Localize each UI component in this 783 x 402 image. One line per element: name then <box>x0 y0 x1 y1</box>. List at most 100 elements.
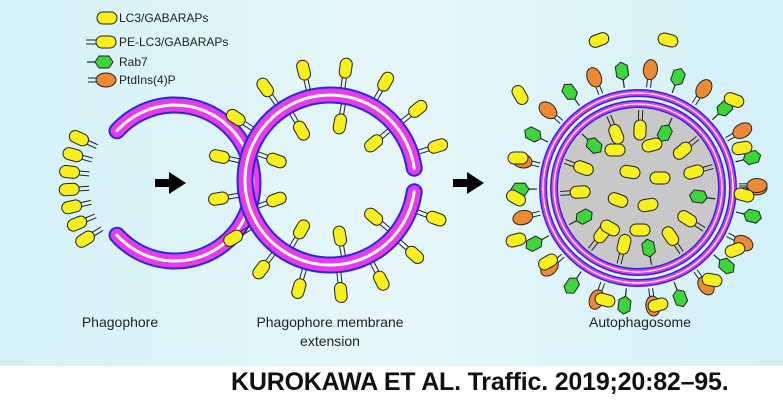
pe-lc3-inner <box>289 219 310 248</box>
pe-lc3-outer <box>208 191 239 206</box>
ptdins4p-outer <box>738 178 768 194</box>
stage-label-extension: Phagophore membrane extension <box>230 313 430 351</box>
pe-lc3-outer <box>61 199 92 215</box>
pe-lc3-outer <box>59 165 90 179</box>
rab7-outer <box>617 288 632 315</box>
pe-lc3-outer <box>400 99 428 124</box>
pe-lc3-inner <box>606 114 625 145</box>
stage-label-autophagosome: Autophagosome <box>589 314 691 330</box>
lc3-free-lumen <box>607 192 629 208</box>
pe-lc3-outer <box>252 252 276 280</box>
pe-lc3-outer <box>68 130 99 149</box>
pe-lc3-outer <box>58 182 90 197</box>
rab7-inner <box>641 238 656 265</box>
pe-lc3-outer <box>223 225 252 247</box>
rab7-outer <box>713 254 735 275</box>
arrow-2 <box>453 172 484 194</box>
legend-pe-lc3-icon <box>86 35 117 49</box>
pe-lc3-outer <box>209 149 240 164</box>
ptdins4p-outer <box>691 79 713 106</box>
lc3-free <box>511 85 529 105</box>
pe-lc3-outer <box>66 213 97 232</box>
lc3-free <box>733 187 755 203</box>
lc3-free <box>723 92 745 108</box>
pe-lc3-inner <box>332 103 348 135</box>
pe-lc3-inner <box>677 210 706 232</box>
rab7-outer <box>614 61 630 89</box>
pe-lc3-outer <box>416 209 447 227</box>
ptdins4p-outer <box>538 101 564 124</box>
diagram-canvas <box>58 11 768 317</box>
lc3-free <box>507 151 529 165</box>
lc3-free <box>594 292 616 308</box>
lc3-free <box>657 32 679 48</box>
lc3-free <box>538 253 558 271</box>
rab7-outer <box>561 83 580 107</box>
pe-lc3-outer <box>369 261 390 291</box>
lc3-free <box>724 242 746 258</box>
legend-rab7-icon <box>87 55 114 69</box>
stage-label-phagophore: Phagophore <box>81 314 159 330</box>
rab7-inner <box>568 208 593 226</box>
rab7-inner <box>581 133 603 154</box>
outer-membrane <box>539 89 737 287</box>
lc3-free-lumen <box>629 223 651 237</box>
pe-lc3-outer <box>225 108 254 131</box>
lc3-free <box>506 189 526 207</box>
inner-membrane <box>550 100 726 276</box>
pe-lc3-inner <box>332 225 348 257</box>
pe-lc3-inner <box>616 233 632 265</box>
pe-lc3-outer <box>417 138 449 155</box>
stage-label-extension-line1: Phagophore membrane <box>256 314 404 330</box>
rab7-outer <box>670 67 686 94</box>
lc3-free-lumen <box>641 137 663 153</box>
pe-lc3-outer <box>338 57 353 89</box>
ptdins4p-outer <box>512 209 541 226</box>
legend-label-rab7: Rab7 <box>119 55 148 69</box>
lc3-free-lumen <box>600 219 620 237</box>
legend <box>86 11 118 88</box>
pe-lc3-outer <box>333 272 348 303</box>
lc3-free <box>701 272 723 288</box>
pe-lc3-inner <box>560 185 591 199</box>
ptdins4p-outer <box>642 59 658 88</box>
pe-lc3-inner <box>661 226 684 255</box>
rab7-outer <box>563 271 582 294</box>
pe-lc3-outer <box>75 226 104 248</box>
pe-lc3-outer <box>296 59 312 91</box>
legend-label-lc3: LC3/GABARAPs <box>119 11 209 25</box>
pe-lc3-inner <box>633 109 647 141</box>
lc3-free <box>647 297 669 313</box>
pe-lc3-inner <box>672 135 700 160</box>
pe-lc3-inner <box>364 128 391 153</box>
rab7-outer <box>672 282 689 308</box>
ptdins4p-outer <box>586 67 604 96</box>
lc3-free-lumen <box>649 171 671 185</box>
stage-label-extension-line2: extension <box>300 333 360 349</box>
pe-lc3-outer <box>62 147 93 163</box>
pe-lc3-inner <box>256 191 287 209</box>
arrow-1 <box>155 172 186 194</box>
legend-ptdins4p-icon <box>88 72 117 88</box>
lc3-free <box>588 32 610 48</box>
rab7-outer <box>735 208 762 224</box>
pe-lc3-inner <box>289 112 310 141</box>
autophagosome <box>505 32 768 317</box>
rab7-outer <box>524 126 549 143</box>
ptdins4p-outer <box>725 122 753 142</box>
lc3-free-lumen <box>637 197 659 213</box>
pe-lc3-outer <box>291 268 307 299</box>
rab7-outer <box>525 235 550 252</box>
phagophore-extension <box>208 57 449 303</box>
pe-lc3-outer <box>256 77 279 106</box>
pe-lc3-inner <box>256 151 287 169</box>
lc3-free <box>505 232 527 248</box>
pe-lc3-outer <box>397 239 425 265</box>
extension-membrane <box>236 86 423 274</box>
citation: KUROKAWA ET AL. Traffic. 2019;20:82–95. <box>231 368 729 396</box>
pe-lc3-inner <box>364 207 391 232</box>
pe-lc3-inner <box>683 164 714 180</box>
lc3-free-lumen <box>619 164 641 180</box>
pe-lc3-outer <box>373 71 395 101</box>
pe-lc3-inner <box>563 158 594 177</box>
